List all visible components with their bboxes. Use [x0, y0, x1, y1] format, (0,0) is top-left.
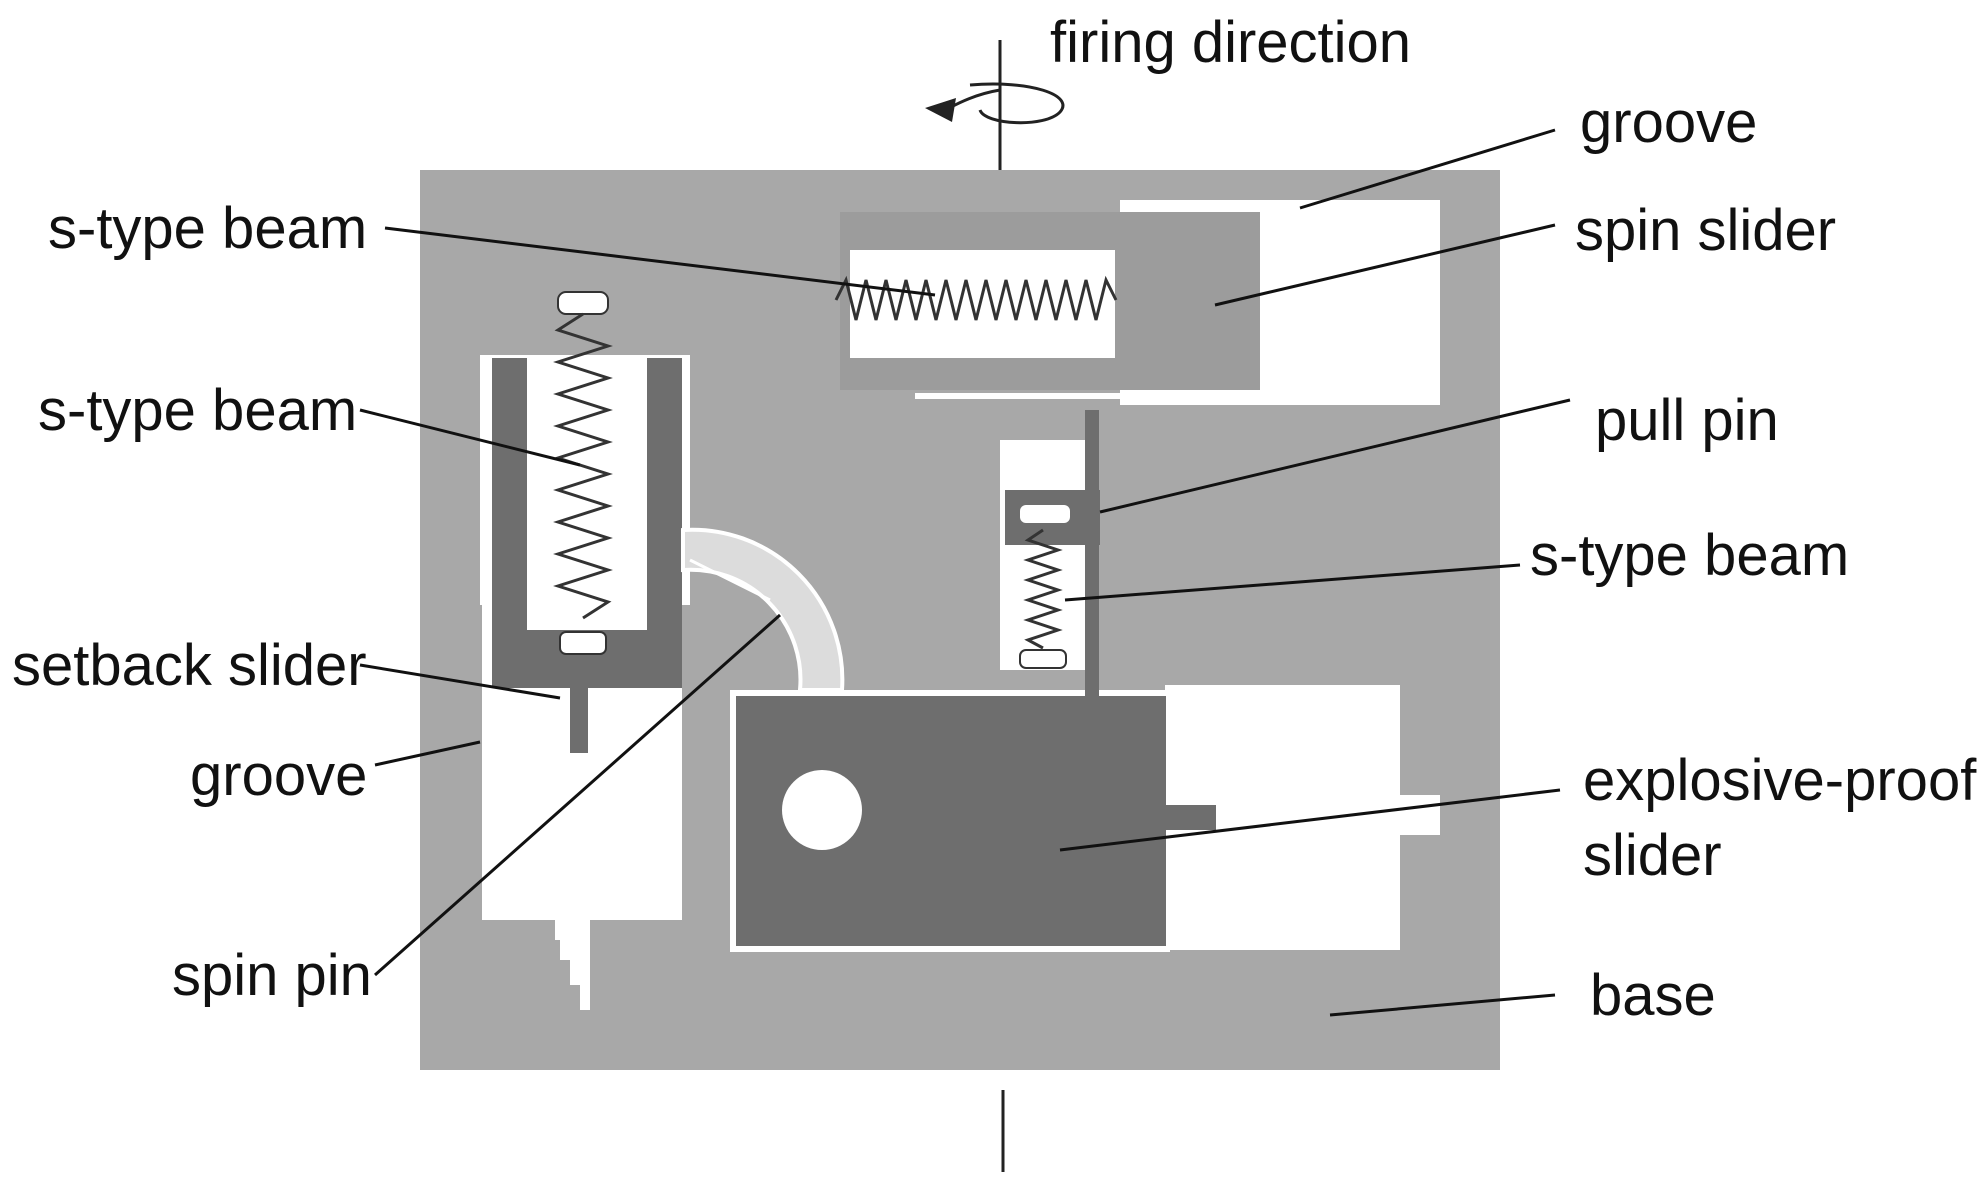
setback-spring-top-cap [557, 291, 609, 315]
leader-explosive-proof [1059, 788, 1561, 852]
pull-pin-bottom-cap [1019, 649, 1067, 669]
leader-s-type-beam-left [359, 408, 581, 467]
leader-groove-top [1299, 128, 1556, 210]
pull-pin-s-type-beam [1023, 528, 1063, 650]
spin-slider-gap [915, 393, 1255, 399]
leader-base [1329, 993, 1556, 1017]
label-pull-pin: pull pin [1595, 388, 1779, 453]
explosive-slider-hole [782, 770, 862, 850]
pull-pin-shaft [1085, 410, 1099, 715]
label-s-type-beam-top: s-type beam [48, 196, 367, 261]
leader-spin-slider [1214, 223, 1556, 307]
groove-left-teeth [555, 920, 590, 1010]
pull-pin-cap [1020, 505, 1070, 523]
label-setback-slider: setback slider [12, 633, 367, 698]
setback-spring-cavity [527, 358, 647, 630]
explosive-slider-cavity-notch [1395, 795, 1440, 835]
leader-lines [359, 128, 1571, 1017]
leader-s-type-beam-top [384, 226, 936, 297]
label-explosive-proof-line1: explosive-proof [1583, 748, 1977, 813]
label-s-type-beam-left: s-type beam [38, 378, 357, 443]
label-s-type-beam-right: s-type beam [1530, 523, 1849, 588]
spin-slider-spring-cavity [850, 250, 1115, 358]
leader-spin-pin [374, 613, 781, 977]
leader-pull-pin [1099, 398, 1571, 514]
leader-s-type-beam-right [1064, 563, 1521, 602]
label-spin-slider: spin slider [1575, 198, 1836, 263]
setback-s-type-beam [553, 312, 613, 620]
spin-pin [681, 527, 845, 692]
setback-slider-stem [570, 688, 588, 753]
label-explosive-proof-line2: slider [1583, 823, 1722, 888]
label-spin-pin: spin pin [172, 943, 372, 1008]
spin-slider-s-type-beam [834, 275, 1118, 321]
explosive-slider-tab [1166, 805, 1216, 830]
label-groove-left: groove [190, 743, 367, 808]
leader-setback-slider [359, 663, 561, 700]
rotation-arrow-icon [925, 82, 1065, 125]
spin-pin-marker [689, 558, 771, 602]
label-base: base [1590, 963, 1716, 1028]
label-firing-direction: firing direction [1050, 10, 1411, 75]
leader-groove-left [374, 740, 481, 767]
setback-spring-bottom-cap [559, 631, 607, 655]
label-groove-top: groove [1580, 90, 1757, 155]
